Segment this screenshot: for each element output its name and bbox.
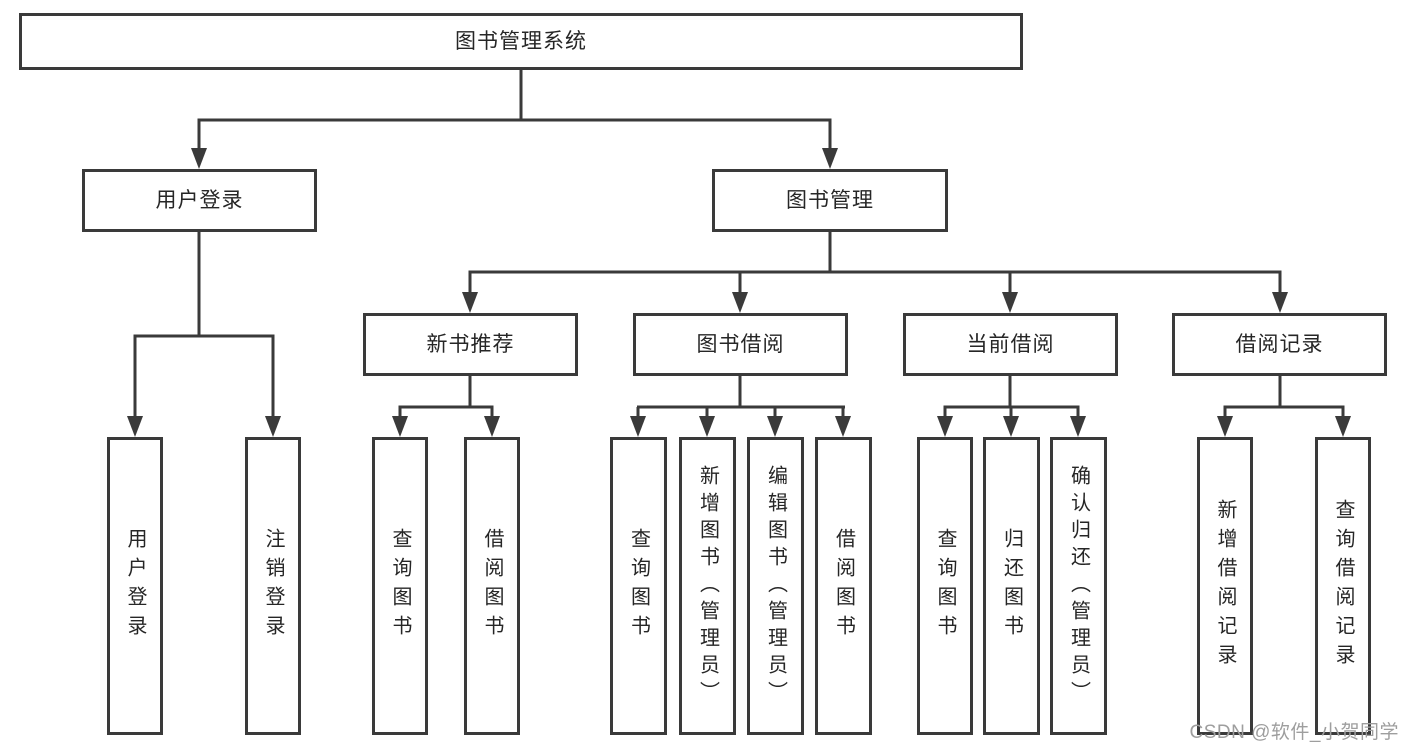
arrowhead-icon — [835, 416, 851, 437]
arrowhead-icon — [1335, 416, 1351, 437]
arrowhead-icon — [484, 416, 500, 437]
node-borrowing-records: 借阅记录 — [1172, 313, 1387, 376]
node-book-management-group: 图书管理 — [712, 169, 948, 232]
arrowhead-icon — [265, 416, 281, 437]
arrowhead-icon — [127, 416, 143, 437]
node-book-borrowing: 图书借阅 — [633, 313, 848, 376]
arrowhead-icon — [392, 416, 408, 437]
arrowhead-icon — [822, 148, 838, 169]
node-new-book-recommend: 新书推荐 — [363, 313, 578, 376]
arrowhead-icon — [1272, 292, 1288, 313]
arrowhead-icon — [630, 416, 646, 437]
leaf-add-books-admin: 新增图书（管理员） — [679, 437, 736, 735]
leaf-return-books: 归还图书 — [983, 437, 1040, 735]
leaf-query-books-borrowing: 查询图书 — [610, 437, 667, 735]
arrowhead-icon — [191, 148, 207, 169]
arrowhead-icon — [699, 416, 715, 437]
arrowhead-icon — [1002, 292, 1018, 313]
leaf-confirm-return-admin: 确认归还（管理员） — [1050, 437, 1107, 735]
leaf-user-login: 用户登录 — [107, 437, 163, 735]
arrowhead-icon — [1070, 416, 1086, 437]
leaf-query-books-recommend: 查询图书 — [372, 437, 428, 735]
leaf-query-books-current: 查询图书 — [917, 437, 973, 735]
arrowhead-icon — [732, 292, 748, 313]
arrowhead-icon — [937, 416, 953, 437]
arrowhead-icon — [462, 292, 478, 313]
leaf-add-borrow-record: 新增借阅记录 — [1197, 437, 1253, 735]
arrowhead-icon — [767, 416, 783, 437]
node-library-management-system: 图书管理系统 — [19, 13, 1023, 70]
leaf-borrow-books-borrowing: 借阅图书 — [815, 437, 872, 735]
arrowhead-icon — [1003, 416, 1019, 437]
csdn-watermark: CSDN @软件_小贺同学 — [1189, 722, 1399, 743]
leaf-edit-books-admin: 编辑图书（管理员） — [747, 437, 804, 735]
node-user-login-group: 用户登录 — [82, 169, 317, 232]
node-current-borrowing: 当前借阅 — [903, 313, 1118, 376]
leaf-borrow-books-recommend: 借阅图书 — [464, 437, 520, 735]
leaf-query-borrow-record: 查询借阅记录 — [1315, 437, 1371, 735]
arrowhead-icon — [1217, 416, 1233, 437]
leaf-logout: 注销登录 — [245, 437, 301, 735]
